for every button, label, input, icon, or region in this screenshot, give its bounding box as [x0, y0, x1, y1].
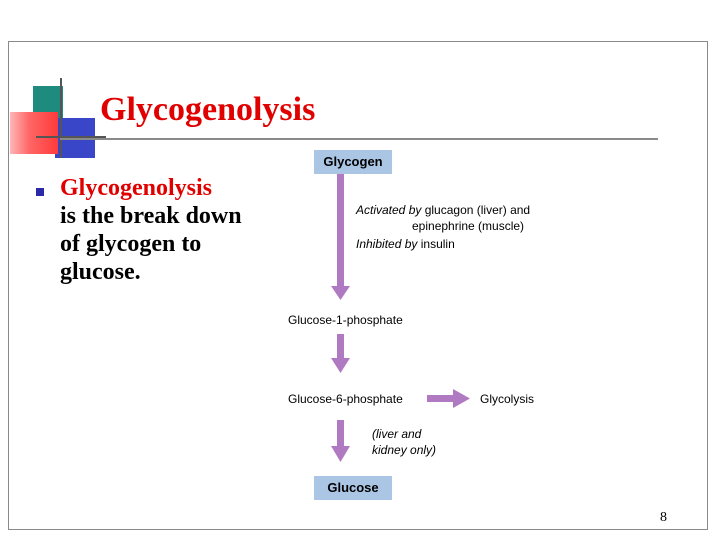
decor-vertical-line [60, 78, 62, 158]
node-glucose-1-phosphate: Glucose-1-phosphate [288, 313, 403, 327]
diagram-arrows [331, 174, 470, 462]
node-glucose-6-phosphate: Glucose-6-phosphate [288, 392, 403, 406]
arrow-g1p-to-g6p [331, 334, 350, 373]
regulation-inhibited: Inhibited by insulin [356, 236, 455, 252]
node-glycolysis: Glycolysis [480, 392, 535, 406]
arrow-glycogen-to-g1p [331, 174, 350, 300]
bullet-term: Glycogenolysis [60, 175, 213, 201]
arrow-g6p-to-glycolysis [427, 389, 470, 408]
bullet-text: Glycogenolysis is the break down of glyc… [60, 174, 250, 286]
inhibited-prefix: Inhibited by [356, 237, 418, 251]
slide-frame [8, 41, 708, 530]
title-underline [60, 138, 658, 140]
glycogenolysis-diagram: Glycogen Activated by glucagon (liver) a… [270, 140, 590, 510]
decor-red-square [10, 112, 58, 154]
inhibited-text: insulin [417, 237, 455, 251]
arrow-g6p-to-glucose [331, 420, 350, 462]
regulation-activated: Activated by glucagon (liver) and [356, 202, 530, 218]
bullet-description: is the break down of glycogen to glucose… [60, 203, 242, 285]
note-liver-kidney-1: (liver and [372, 427, 422, 441]
node-glycogen: Glycogen [314, 150, 392, 174]
activated-text: glucagon (liver) and [421, 203, 531, 217]
node-glucose: Glucose [314, 476, 392, 500]
regulation-activated-2: epinephrine (muscle) [412, 219, 525, 233]
slide-title: Glycogenolysis [100, 91, 316, 128]
note-liver-kidney-2: kidney only) [372, 443, 437, 457]
bullet-marker [36, 188, 44, 196]
decor-horizontal-line [36, 136, 106, 138]
page-number: 8 [660, 510, 667, 525]
activated-prefix: Activated by [356, 203, 422, 217]
